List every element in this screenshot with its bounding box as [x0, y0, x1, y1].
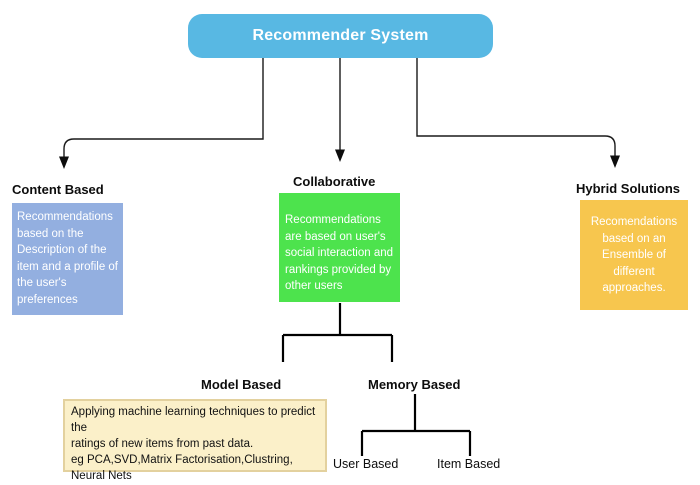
label-user-based: User Based: [333, 457, 399, 471]
box-model-based-description: Applying machine learning techniques to …: [63, 399, 327, 482]
box-collaborative-description: Recommendations are based on user's soci…: [279, 193, 400, 302]
connector-root-to-collaborative: [335, 58, 345, 162]
label-memory-based: Memory Based: [368, 377, 461, 392]
label-hybrid-solutions: Hybrid Solutions: [576, 181, 680, 196]
label-content-based: Content Based: [12, 182, 104, 197]
label-collaborative: Collaborative: [293, 174, 376, 189]
connector-root-to-content-based: [59, 58, 264, 169]
arrowhead-hybrid: [610, 155, 620, 168]
box-content-based-description: Recommendations based on the Description…: [12, 203, 123, 315]
box-hybrid-description: Recomendations based on an Ensemble of d…: [580, 200, 688, 310]
connector-memory-children: [360, 394, 472, 456]
label-item-based: Item Based: [437, 457, 501, 471]
arrowhead-content-based: [59, 156, 69, 169]
connector-collaborative-children: [281, 303, 394, 362]
arrowhead-collaborative: [335, 149, 345, 162]
label-model-based: Model Based: [201, 377, 282, 392]
node-recommender-system: Recommender System: [188, 14, 493, 58]
connector-root-to-hybrid: [416, 58, 620, 168]
